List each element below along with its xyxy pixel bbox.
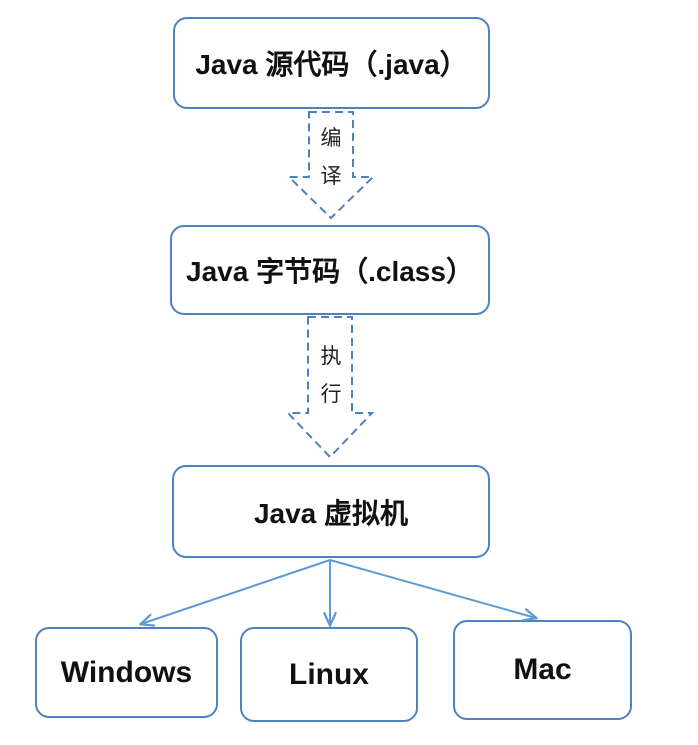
node-java-vm: Java 虚拟机 [172, 465, 490, 558]
node-linux-label: Linux [289, 657, 369, 691]
node-windows-label: Windows [60, 655, 193, 689]
node-linux: Linux [240, 627, 418, 722]
node-java-bytecode: Java 字节码（.class） [170, 225, 490, 315]
node-java-source-label: Java 源代码（.java） [195, 49, 468, 80]
node-java-source: Java 源代码（.java） [173, 17, 490, 109]
compile-arrow-label: 编译 [318, 120, 344, 196]
node-java-bytecode-label: Java 字节码（.class） [186, 256, 474, 287]
node-mac: Mac [453, 620, 632, 720]
jvm-to-mac-arrow [329, 559, 536, 618]
jvm-to-windows-arrow [141, 559, 331, 624]
node-windows: Windows [35, 627, 218, 718]
node-java-vm-label: Java 虚拟机 [253, 497, 409, 529]
node-mac-label: Mac [513, 653, 572, 686]
execute-arrow-label: 执行 [318, 338, 344, 414]
